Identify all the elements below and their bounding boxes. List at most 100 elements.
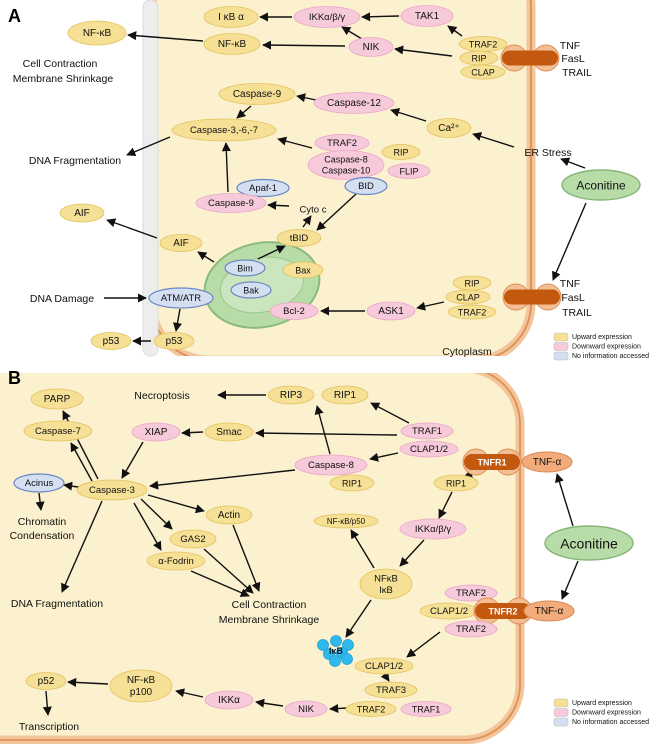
node-label: Caspase-7 bbox=[35, 426, 81, 437]
node-label: Caspase-3 bbox=[89, 485, 135, 496]
node-shape bbox=[445, 289, 491, 305]
node-label: RIP bbox=[393, 148, 408, 158]
diagram-text: Condensation bbox=[10, 530, 75, 542]
arrow bbox=[236, 105, 252, 119]
node-label: TRAF2 bbox=[357, 705, 386, 715]
node-label: NF-κB bbox=[83, 28, 112, 39]
legend-label: Upward expression bbox=[572, 334, 632, 341]
node-label: CLAP1/2 bbox=[365, 661, 403, 672]
node-shape bbox=[205, 505, 253, 525]
legend-label: Downward expression bbox=[572, 710, 641, 717]
node-shape bbox=[344, 176, 388, 196]
node-label: AIF bbox=[74, 208, 90, 219]
arrow bbox=[257, 245, 286, 260]
arrow bbox=[140, 498, 173, 530]
flip: FLIP bbox=[387, 163, 431, 179]
node-shape bbox=[313, 513, 379, 529]
node-shape bbox=[13, 473, 65, 493]
node-shape bbox=[321, 385, 369, 405]
node-shape bbox=[218, 83, 296, 105]
node-shape bbox=[381, 144, 421, 160]
receptor-a1 bbox=[500, 44, 560, 72]
node-shape bbox=[366, 301, 416, 321]
arrow bbox=[255, 698, 284, 708]
node-label: Caspase-3,-6,-7 bbox=[190, 125, 258, 136]
node-shape bbox=[153, 332, 195, 350]
diagram-text: Cell Contraction bbox=[23, 58, 98, 70]
node-label: NIK bbox=[363, 42, 380, 53]
node-label: TNF-α bbox=[533, 457, 562, 468]
node-label: CLAP1/2 bbox=[430, 606, 468, 617]
node-shape bbox=[544, 525, 634, 561]
nik-b: NIK bbox=[284, 700, 328, 718]
diagram-text: Transcription bbox=[19, 721, 79, 733]
arrow bbox=[221, 142, 231, 193]
node-label: Bak bbox=[243, 286, 259, 296]
tak1: TAK1 bbox=[400, 5, 454, 27]
tbid: tBID bbox=[276, 229, 322, 247]
arrow bbox=[175, 688, 204, 698]
node-shape bbox=[348, 37, 394, 57]
arrows bbox=[35, 390, 579, 716]
arrow bbox=[203, 548, 254, 594]
arrow bbox=[126, 136, 171, 157]
receptor-pill bbox=[502, 50, 558, 66]
rip1-mid: RIP1 bbox=[329, 474, 375, 492]
node-label: FLIP bbox=[399, 167, 418, 177]
node-shape bbox=[159, 234, 203, 252]
node-shape bbox=[269, 302, 319, 320]
node-label: Apaf-1 bbox=[249, 183, 277, 194]
parp: PARP bbox=[30, 388, 84, 410]
node-label: p53 bbox=[103, 336, 120, 347]
node-label: TRAF1 bbox=[412, 426, 442, 437]
node-shape bbox=[426, 118, 472, 138]
arrow bbox=[67, 677, 109, 687]
node-shape bbox=[294, 454, 368, 476]
node-label: Acinus bbox=[25, 478, 54, 489]
arrow bbox=[350, 529, 375, 569]
diagram-text: TRAIL bbox=[562, 67, 592, 79]
aconitine-b: Aconitine bbox=[544, 525, 634, 561]
node-label: ASK1 bbox=[378, 306, 404, 317]
diagram-text: DNA Fragmentation bbox=[29, 155, 121, 167]
arrow bbox=[341, 26, 363, 40]
node-label: Bax bbox=[295, 266, 311, 276]
arrow bbox=[302, 215, 312, 228]
traf1-top: TRAF1 bbox=[400, 422, 454, 440]
node-shape bbox=[203, 6, 259, 28]
diagram-text: Cell Contraction bbox=[232, 599, 307, 611]
receptor-label: TNFR2 bbox=[489, 607, 518, 617]
node-label: Caspase-12 bbox=[327, 98, 381, 109]
smac: Smac bbox=[204, 422, 254, 442]
node-label: TRAF2 bbox=[469, 40, 498, 50]
arrow bbox=[416, 301, 445, 311]
arrow bbox=[472, 132, 515, 148]
node-shape bbox=[364, 681, 418, 699]
ikb-molecule bbox=[329, 655, 341, 667]
casp8-b: Caspase-8 bbox=[294, 454, 368, 476]
nfkb-p50: NF-κB/p50 bbox=[313, 513, 379, 529]
traf2-r1: TRAF2 bbox=[458, 36, 508, 52]
node-shape bbox=[267, 385, 315, 405]
node-shape bbox=[354, 657, 414, 675]
node-shape bbox=[400, 701, 452, 717]
diagram-text: TNF bbox=[560, 278, 580, 290]
node-label: tBID bbox=[290, 233, 309, 244]
node-label: ATM/ATR bbox=[161, 293, 201, 304]
tnfa-bottom: TNF-α bbox=[523, 600, 575, 622]
arrow bbox=[70, 442, 93, 482]
node-label: Aconitine bbox=[560, 536, 618, 552]
arrow bbox=[316, 193, 357, 231]
tnfa-top: TNF-α bbox=[521, 451, 573, 473]
node-label: TRAF2 bbox=[456, 588, 486, 599]
aconitine-a: Aconitine bbox=[561, 169, 641, 201]
panel-gap bbox=[0, 356, 650, 373]
receptor-pill bbox=[475, 603, 531, 619]
receptor-label: TNFR1 bbox=[478, 458, 507, 468]
node-label: Caspase-8 bbox=[308, 460, 354, 471]
node-label: IKKα bbox=[218, 695, 240, 706]
arrow bbox=[197, 251, 215, 263]
arrow bbox=[345, 599, 372, 638]
node-shape bbox=[148, 287, 214, 309]
